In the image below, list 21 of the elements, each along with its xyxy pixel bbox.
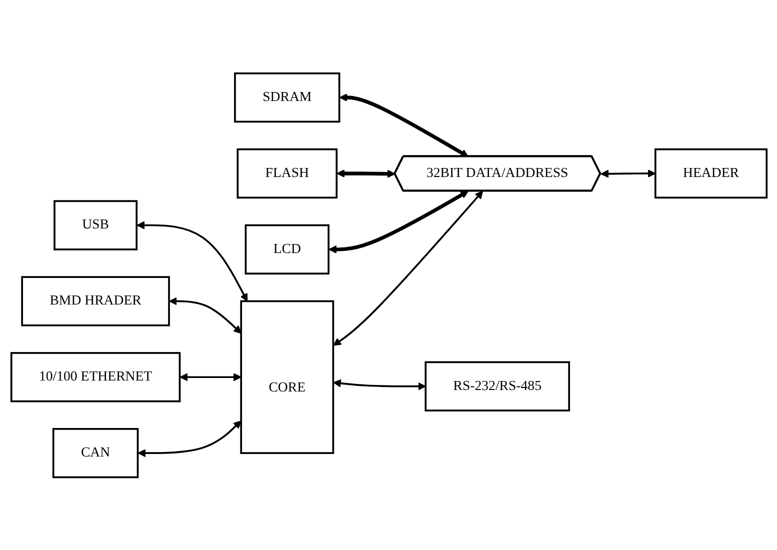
block-box: HEADER	[654, 148, 768, 198]
block-box: FLASH	[236, 148, 338, 198]
block-box: 10/100 ETHERNET	[10, 352, 180, 402]
block-box: LCD	[244, 224, 329, 274]
block-box: CAN	[52, 428, 138, 478]
arrow	[338, 93, 468, 157]
block-box: USB	[53, 200, 138, 250]
block-box: RS-232/RS-485	[424, 360, 570, 412]
arrow	[332, 190, 483, 346]
arrow	[179, 372, 241, 381]
arrow	[136, 220, 248, 302]
block-box: BMD HRADER	[20, 276, 170, 326]
block-box: SDRAM	[234, 72, 340, 122]
arrow	[168, 296, 241, 334]
block-box: 32BIT DATA/ADDRESS	[393, 154, 601, 192]
arrow	[336, 169, 395, 178]
arrow	[600, 169, 656, 178]
arrow	[137, 420, 241, 457]
arrow	[328, 190, 468, 254]
block-box: CORE	[240, 300, 334, 454]
arrow	[332, 379, 426, 390]
